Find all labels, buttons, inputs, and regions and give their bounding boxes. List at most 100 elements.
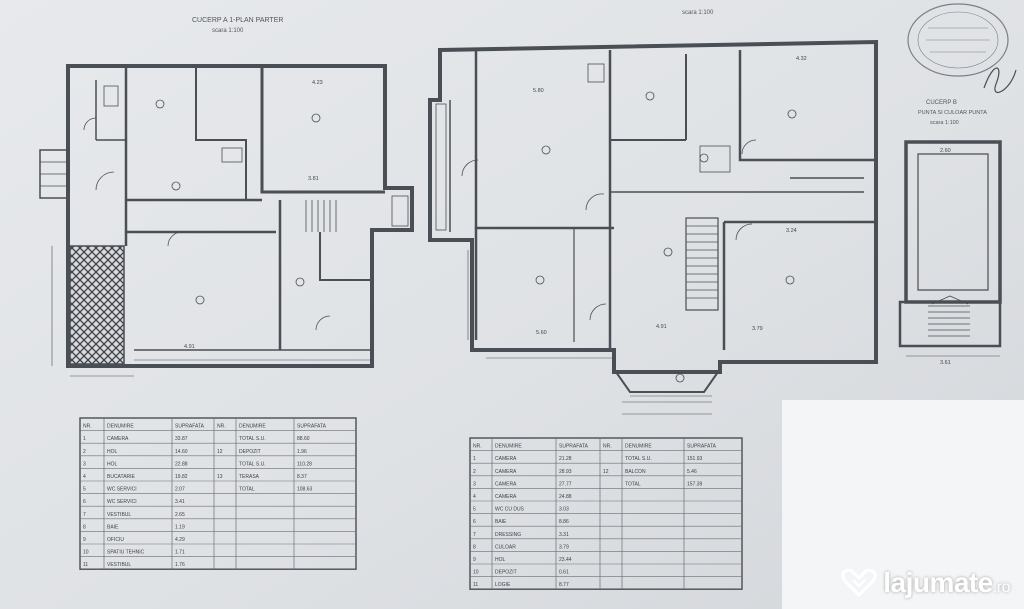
table-cell: 6 bbox=[473, 519, 476, 525]
dim-label: 4.91 bbox=[656, 324, 667, 330]
table-cell: 4.29 bbox=[175, 537, 185, 543]
table-cell: DEPOZIT bbox=[239, 449, 261, 455]
table-cell: BUCATARIE bbox=[107, 474, 136, 480]
dim-label: 3.61 bbox=[940, 360, 951, 366]
table-header-cell: NR. bbox=[83, 424, 92, 430]
table-cell: WC SERVICI bbox=[107, 487, 137, 493]
table-cell: TOTAL S.U. bbox=[239, 461, 266, 467]
heart-logo-icon bbox=[841, 569, 877, 597]
table-cell: DEPOZIT bbox=[495, 570, 517, 576]
table-cell: CULOAR bbox=[495, 544, 516, 550]
dim-label: 2.60 bbox=[940, 148, 951, 154]
table-cell: 12 bbox=[603, 469, 609, 475]
table-cell: HOL bbox=[495, 557, 506, 563]
table-cell: 10 bbox=[473, 570, 479, 576]
right-floor-plan: scara 1:100 bbox=[428, 10, 878, 415]
table-cell: 1.71 bbox=[175, 550, 185, 556]
table-cell: 0.61 bbox=[559, 570, 569, 576]
table-cell: 1 bbox=[83, 436, 86, 442]
table-cell: CAMERA bbox=[495, 481, 517, 487]
table-cell: 5.46 bbox=[687, 469, 697, 475]
table-cell: BALCON bbox=[625, 469, 646, 475]
signature bbox=[983, 67, 1017, 93]
small-floor-plan: CUCERP B PUNTA SI CULOAR PUNTA scara 1:1… bbox=[898, 100, 1002, 357]
table-cell: 3.03 bbox=[559, 507, 569, 513]
table-cell: 21.28 bbox=[559, 456, 572, 462]
table-cell: 33.87 bbox=[175, 436, 188, 442]
table-cell: 1.76 bbox=[175, 562, 185, 568]
table-cell: 8.77 bbox=[559, 582, 569, 588]
table-cell: 7 bbox=[83, 512, 86, 518]
table-cell: CAMERA bbox=[495, 456, 517, 462]
table-cell: 2.65 bbox=[175, 512, 185, 518]
left-plan-scale: scara 1:100 bbox=[212, 28, 244, 34]
small-plan-subtitle: PUNTA SI CULOAR PUNTA bbox=[918, 110, 987, 116]
dim-label: 3.81 bbox=[308, 176, 319, 182]
table-cell: 8.37 bbox=[297, 474, 307, 480]
dim-label: 3.24 bbox=[786, 228, 797, 234]
left-floor-plan: CUCERP A 1-PLAN PARTER scara 1:100 bbox=[39, 17, 414, 377]
table-cell: 5 bbox=[83, 487, 86, 493]
table-cell: CAMERA bbox=[495, 469, 517, 475]
table-cell: TOTAL S.U. bbox=[239, 436, 266, 442]
table-cell: TOTAL bbox=[239, 487, 255, 493]
table-cell: 4 bbox=[473, 494, 476, 500]
watermark-text: lajumate.ro bbox=[883, 567, 1010, 599]
stamp-seal bbox=[907, 3, 1009, 77]
table-cell: CAMERA bbox=[495, 494, 517, 500]
table-cell: 3.41 bbox=[175, 499, 185, 505]
table-header-cell: DENUMIRE bbox=[625, 444, 652, 450]
table-cell: 88.60 bbox=[297, 436, 310, 442]
table-header-cell: DENUMIRE bbox=[107, 424, 134, 430]
table-header-cell: DENUMIRE bbox=[495, 444, 522, 450]
table-cell: WC SERVICI bbox=[107, 499, 137, 505]
table-cell: 157.39 bbox=[687, 481, 703, 487]
table-cell: 24.88 bbox=[559, 494, 572, 500]
table-cell: 8 bbox=[83, 524, 86, 530]
table-cell: 11 bbox=[83, 562, 88, 568]
small-plan-title: CUCERP B bbox=[926, 100, 957, 106]
table-cell: TERASA bbox=[239, 474, 260, 480]
table-header-cell: SUPRAFATA bbox=[687, 444, 717, 450]
table-header-cell: SUPRAFATA bbox=[559, 444, 589, 450]
table-cell: 13 bbox=[217, 474, 223, 480]
table-cell: 7 bbox=[473, 532, 476, 538]
table-cell: 6 bbox=[83, 499, 86, 505]
table-cell: BAIE bbox=[107, 524, 119, 530]
table-cell: 2 bbox=[83, 449, 86, 455]
table-cell: 22.88 bbox=[175, 461, 188, 467]
table-cell: 3.79 bbox=[559, 544, 569, 550]
table-cell: DRESSING bbox=[495, 532, 521, 538]
table-cell: VESTIBUL bbox=[107, 512, 131, 518]
table-cell: 3 bbox=[83, 461, 86, 467]
watermark-tld: .ro bbox=[992, 579, 1011, 596]
lajumate-watermark: lajumate.ro bbox=[841, 567, 1011, 599]
table-cell: 1.96 bbox=[297, 449, 307, 455]
table-cell: HOL bbox=[107, 449, 118, 455]
table-header-cell: NR. bbox=[473, 444, 482, 450]
table-cell: 151.93 bbox=[687, 456, 703, 462]
table-cell: 3 bbox=[473, 481, 476, 487]
table-cell: WC CU DUS bbox=[495, 507, 525, 513]
table-cell: 5 bbox=[473, 507, 476, 513]
table-header-cell: DENUMIRE bbox=[239, 424, 266, 430]
dim-label: 5.80 bbox=[533, 88, 544, 94]
hatched-terrace bbox=[69, 245, 125, 365]
table-cell: 2 bbox=[473, 469, 476, 475]
small-plan-scale: scara 1:100 bbox=[930, 120, 959, 126]
table-cell: 23.44 bbox=[559, 557, 572, 563]
right-plan-scale: scara 1:100 bbox=[682, 10, 714, 16]
table-cell: 8 bbox=[473, 544, 476, 550]
dim-label: 5.60 bbox=[536, 330, 547, 336]
table-cell: 8.86 bbox=[559, 519, 569, 525]
table-cell: TOTAL S.U. bbox=[625, 456, 652, 462]
table-cell: 11 bbox=[473, 582, 478, 588]
table-cell: CAMERA bbox=[107, 436, 129, 442]
watermark-brand: lajumate bbox=[883, 567, 993, 598]
dim-label: 4.23 bbox=[312, 80, 323, 86]
table-cell: 28.93 bbox=[559, 469, 572, 475]
table-cell: 12 bbox=[217, 449, 223, 455]
table-cell: 19.82 bbox=[175, 474, 188, 480]
